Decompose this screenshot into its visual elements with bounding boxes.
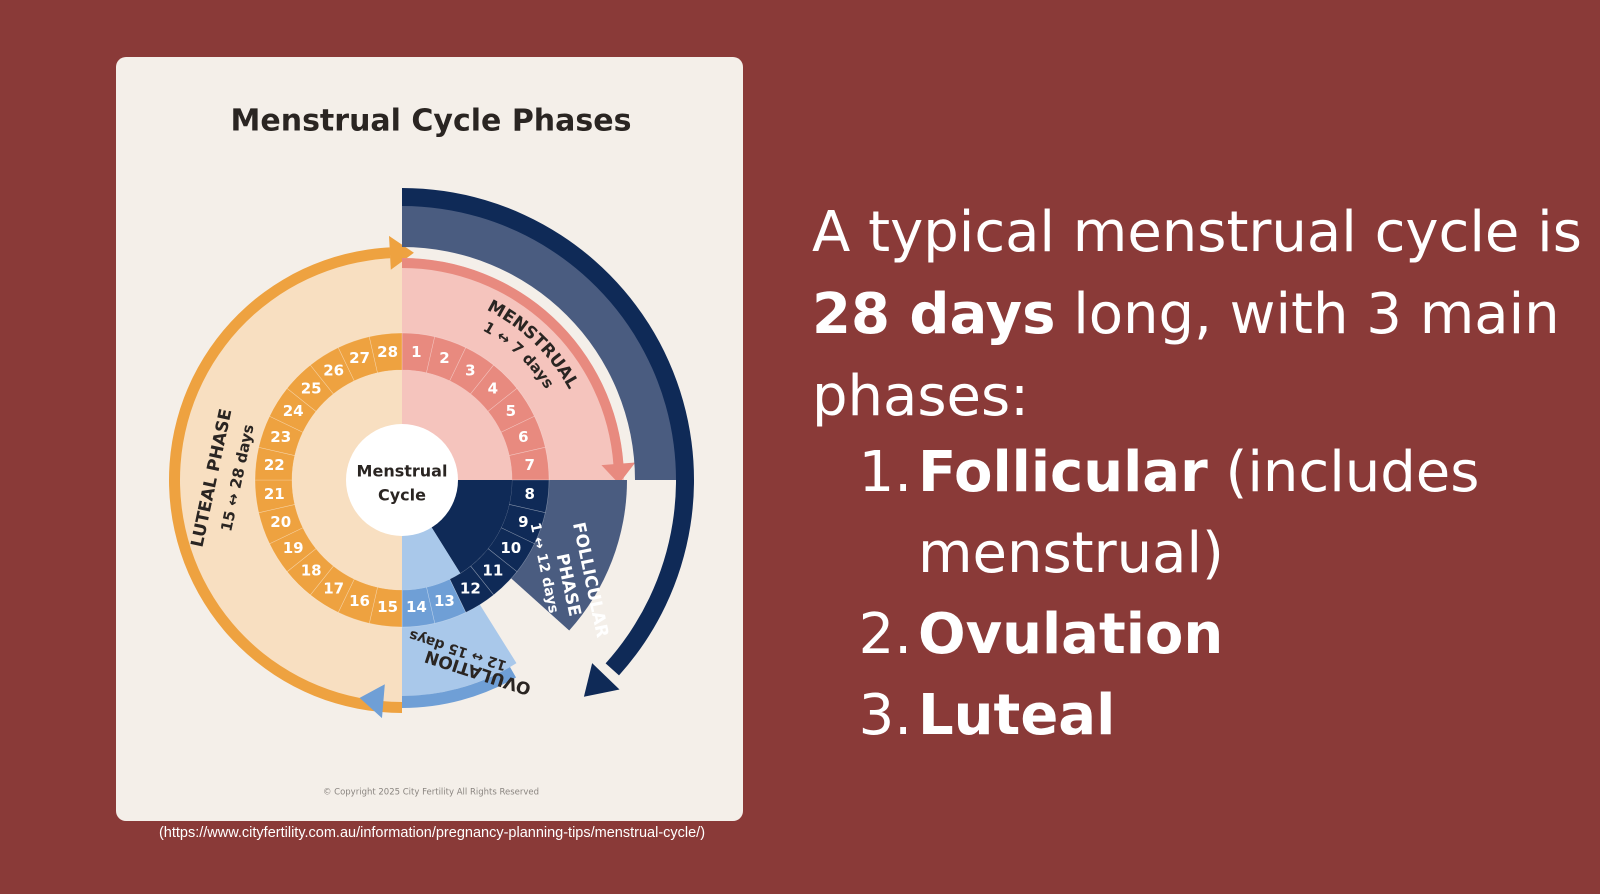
follicular-arrowhead: [583, 663, 620, 697]
day-label: 4: [488, 380, 498, 398]
day-segment: [254, 446, 296, 481]
follicular-arrow-band: [402, 188, 694, 676]
day-segment: [286, 364, 334, 412]
day-label: 8: [524, 485, 534, 503]
copyright-text: © Copyright 2025 City Fertility All Righ…: [323, 788, 539, 798]
day-label: 5: [506, 402, 516, 420]
headline: A typical menstrual cycle is 28 days lon…: [812, 192, 1582, 438]
day-label: 25: [301, 380, 322, 398]
center-label-line1: Menstrual: [357, 462, 448, 481]
day-segment: [258, 504, 304, 545]
headline-emphasis: 28 days: [812, 282, 1056, 347]
day-label: 9: [518, 513, 528, 531]
day-label: 3: [465, 362, 475, 380]
day-label: 1: [411, 343, 421, 361]
day-label: 7: [524, 456, 534, 474]
phase-list: 1. Follicular (includes menstrual) 2. Ov…: [850, 432, 1590, 756]
day-label: 10: [500, 539, 521, 557]
follicular-outer-panel: [402, 197, 685, 480]
day-segment: [269, 387, 317, 433]
day-label: 26: [323, 362, 344, 380]
list-number: 2.: [858, 602, 912, 667]
day-label: 6: [518, 428, 528, 446]
day-label: 14: [406, 598, 427, 616]
center-circle: [346, 424, 458, 536]
menstrual-arrowhead: [601, 462, 636, 484]
diagram-title: Menstrual Cycle Phases: [231, 104, 632, 139]
day-label: 16: [349, 592, 370, 610]
day-label: 21: [264, 485, 285, 503]
source-url[interactable]: (https://www.cityfertility.com.au/inform…: [158, 825, 706, 841]
day-label: 28: [377, 343, 398, 361]
ovulation-arrow-band: [402, 667, 516, 708]
list-item-name: Ovulation: [918, 602, 1224, 667]
ovulation-arrowhead: [359, 684, 385, 719]
list-item-note: (includes menstrual): [918, 440, 1480, 586]
day-label: 19: [283, 539, 304, 557]
phase-list-item: 1. Follicular (includes menstrual): [850, 432, 1590, 594]
list-number: 1.: [858, 440, 912, 505]
phase-list-item: 2. Ovulation: [850, 594, 1590, 675]
menstrual-arrow-band: [402, 258, 624, 466]
day-label: 23: [270, 428, 291, 446]
day-label: 24: [283, 402, 304, 420]
list-number: 3.: [858, 683, 912, 748]
list-item-name: Follicular: [918, 440, 1208, 505]
center-label-line2: Cycle: [378, 486, 426, 505]
day-label: 15: [377, 598, 398, 616]
headline-part2: long, with 3 main phases:: [812, 282, 1560, 429]
day-label: 20: [270, 513, 291, 531]
headline-part1: A typical menstrual cycle is: [812, 200, 1582, 265]
day-label: 11: [482, 561, 503, 579]
list-item-name: Luteal: [918, 683, 1116, 748]
day-label: 12: [460, 579, 481, 597]
day-label: 18: [301, 561, 322, 579]
day-segment: [258, 415, 304, 456]
day-label: 2: [439, 349, 449, 367]
phase-list-item: 3. Luteal: [850, 675, 1590, 756]
luteal-arrowhead: [389, 235, 414, 270]
day-label: 22: [264, 456, 285, 474]
day-label: 13: [434, 592, 455, 610]
day-label: 17: [323, 579, 344, 597]
day-label: 27: [349, 349, 370, 367]
